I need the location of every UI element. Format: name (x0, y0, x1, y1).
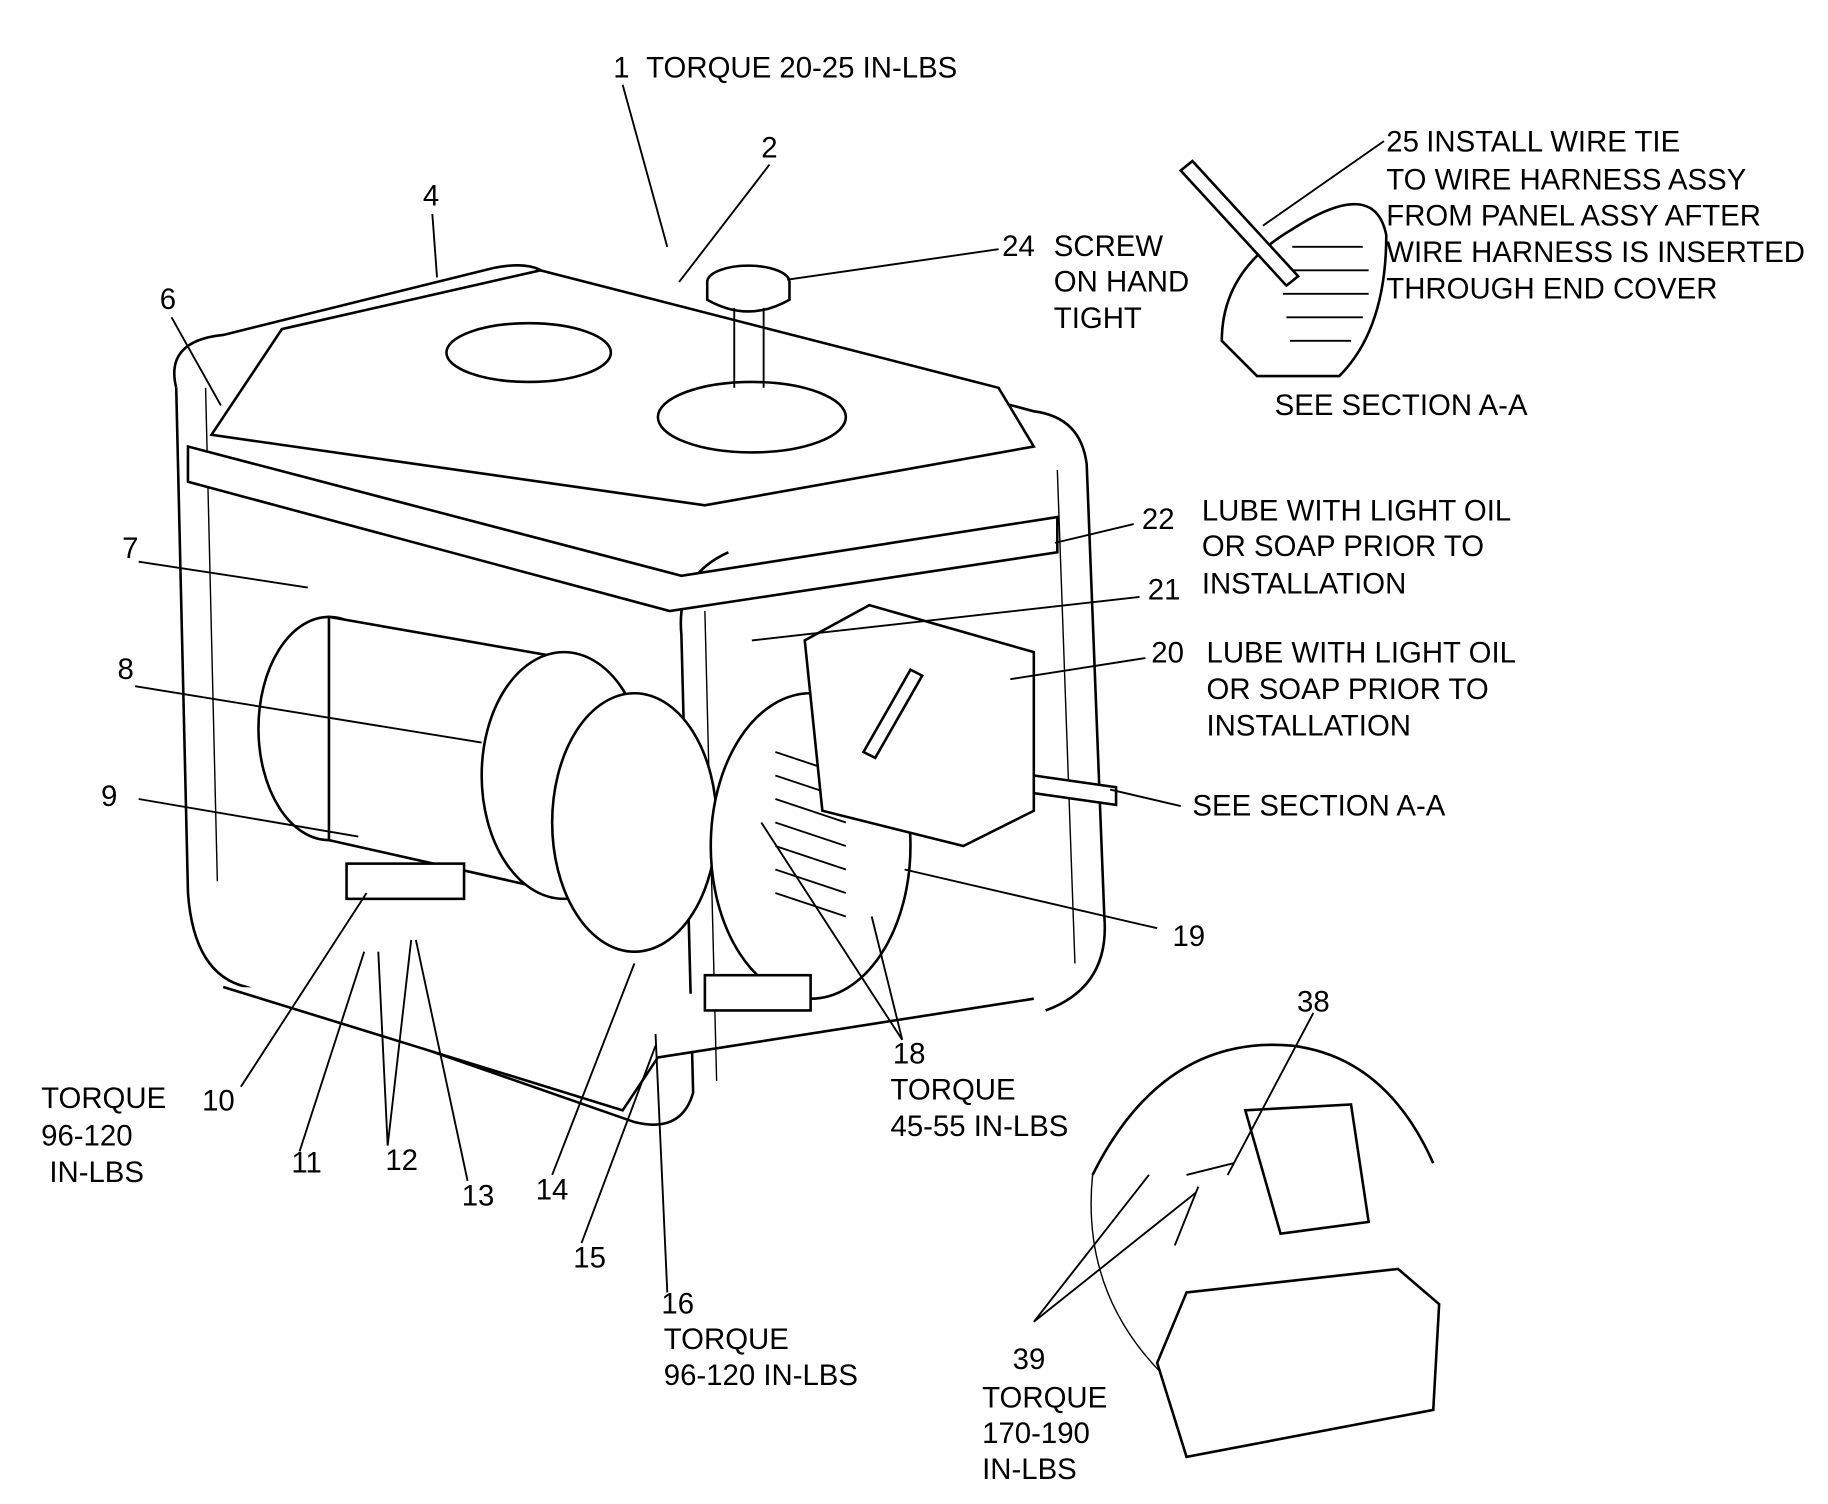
note-line: INSTALLATION (1207, 710, 1411, 743)
torque-line: 170-190 (982, 1417, 1090, 1450)
note-line: OR SOAP PRIOR TO (1207, 673, 1489, 706)
alternator (257, 615, 912, 1012)
callout-14: 14 (536, 1174, 569, 1207)
callout-16: 16 TORQUE 96-120 IN-LBS (661, 1288, 858, 1393)
callout-13: 13 (462, 1179, 495, 1212)
callout-number: 20 (1151, 637, 1184, 670)
torque-line: IN-LBS (982, 1453, 1077, 1486)
callout-25: 25 INSTALL WIRE TIE TO WIRE HARNESS ASSY… (1386, 126, 1805, 306)
torque-line: TORQUE (891, 1074, 1016, 1107)
see-section-label: SEE SECTION A-A (1192, 789, 1445, 822)
callout-number: 18 (893, 1037, 926, 1070)
callout-11: 11 (291, 1147, 321, 1180)
callout-note: TORQUE 20-25 IN-LBS (646, 52, 957, 85)
callout-number: 22 (1142, 503, 1175, 536)
leader-lines (134, 84, 1385, 1323)
callout-39: 39 TORQUE 170-190 IN-LBS (982, 1343, 1107, 1486)
callout-number: 25 (1386, 126, 1419, 159)
torque-line: 96-120 IN-LBS (664, 1359, 858, 1392)
callout-20: 20 LUBE WITH LIGHT OIL OR SOAP PRIOR TO … (1151, 637, 1516, 743)
callout-2: 2 (761, 132, 777, 165)
note-line: INSTALL WIRE TIE (1426, 126, 1680, 159)
callout-10: 10 (202, 1084, 235, 1117)
note-line: FROM PANEL ASSY AFTER (1386, 200, 1761, 233)
callout-number: 1 (613, 52, 629, 85)
note-line: WIRE HARNESS IS INSERTED (1386, 236, 1805, 269)
callout-1: 1 TORQUE 20-25 IN-LBS (613, 52, 957, 85)
torque-line: IN-LBS (49, 1156, 144, 1189)
muffler (803, 603, 1118, 848)
note-line: INSTALLATION (1202, 567, 1406, 600)
note-line: LUBE WITH LIGHT OIL (1202, 495, 1511, 528)
callout-19: 19 (1172, 920, 1205, 953)
callout-number: 24 (1002, 230, 1035, 263)
callout-21: 21 (1148, 573, 1181, 606)
callout-6: 6 (160, 283, 176, 316)
fuel-cap (705, 264, 791, 388)
note-line: OR SOAP PRIOR TO (1202, 530, 1484, 563)
callout-38: 38 (1297, 986, 1330, 1019)
callout-number: 16 (661, 1288, 694, 1321)
torque-line: TORQUE (982, 1382, 1107, 1415)
callout-4: 4 (423, 180, 439, 213)
note-line: THROUGH END COVER (1386, 273, 1717, 306)
callout-12: 12 (385, 1144, 418, 1177)
torque-line: TORQUE (41, 1082, 166, 1115)
callout-24: 24 SCREW ON HAND TIGHT (1002, 230, 1189, 335)
top-cover (186, 268, 1059, 613)
callout-number: 39 (1013, 1343, 1046, 1376)
note-line: SCREW (1054, 230, 1164, 263)
note-line: TIGHT (1054, 302, 1142, 335)
callout-18: 18 TORQUE 45-55 IN-LBS (891, 1037, 1069, 1143)
callout-22: 22 LUBE WITH LIGHT OIL OR SOAP PRIOR TO … (1142, 495, 1511, 601)
section-a-a-detail (1178, 159, 1388, 378)
torque-line: 45-55 IN-LBS (891, 1110, 1069, 1143)
callout-9: 9 (101, 780, 117, 813)
note-line: TO WIRE HARNESS ASSY (1386, 163, 1746, 196)
note-line: ON HAND (1054, 265, 1189, 298)
callout-7: 7 (122, 532, 138, 565)
torque-line: 96-120 (41, 1120, 132, 1153)
torque-line: TORQUE (664, 1323, 789, 1356)
callout-15: 15 (573, 1242, 606, 1275)
section-a-a-label: SEE SECTION A-A (1275, 389, 1528, 422)
callout-10-torque: TORQUE 96-120 IN-LBS (41, 1082, 166, 1189)
muffler-detail-inset (1090, 1043, 1441, 1459)
callout-8: 8 (117, 653, 133, 686)
note-line: LUBE WITH LIGHT OIL (1207, 637, 1516, 670)
